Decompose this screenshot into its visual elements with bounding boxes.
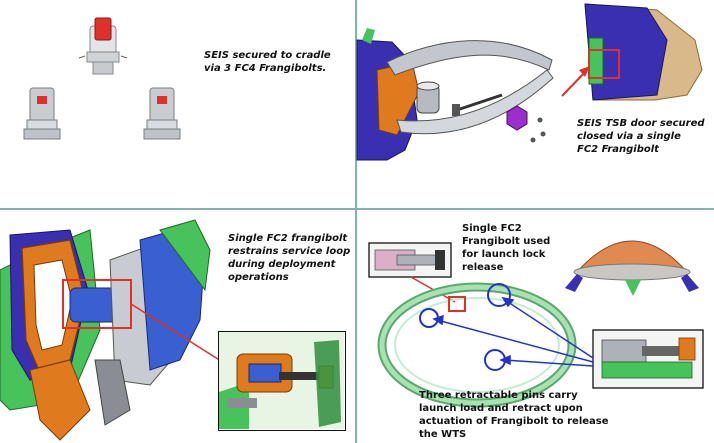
detail-inset-service-loop (218, 331, 346, 431)
pin-arrows (432, 296, 594, 367)
detail-frangibolt-service-loop (219, 332, 344, 429)
caption-tsb-door: SEIS TSB door secured closed via a singl… (577, 118, 705, 155)
vertical-divider (355, 0, 357, 443)
callout-box-launch-lock (448, 296, 466, 312)
seis-cradle-frangibolts (23, 17, 181, 140)
callout-line-service-loop (130, 303, 233, 369)
caption-service-loop: Single FC2 frangibolt restrains service … (228, 233, 351, 283)
service-loop-mechanism (0, 219, 233, 441)
horizontal-divider (0, 208, 714, 210)
caption-retractable-pins: Three retractable pins carry launch load… (419, 390, 609, 440)
quadrant-top-left: SEIS secured to cradle via 3 FC4 Frangib… (0, 0, 355, 208)
wts-ring (377, 282, 577, 408)
quadrant-top-right: SEIS TSB door secured closed via a singl… (356, 0, 714, 208)
callout-box-tsb (588, 49, 620, 79)
wts-launch-lock-mechanism (368, 240, 704, 408)
quadrant-bottom-left: Single FC2 frangibolt restrains service … (0, 210, 355, 443)
pin-circle-2 (487, 283, 511, 307)
caption-seis-cradle: SEIS secured to cradle via 3 FC4 Frangib… (204, 50, 331, 74)
tsb-door-mechanism (356, 3, 703, 161)
wts-dome (565, 240, 699, 296)
frangibolt-left (23, 87, 61, 140)
quadrant-bottom-right: Single FC2 Frangibolt used for launch lo… (357, 210, 714, 443)
caption-launch-lock: Single FC2 Frangibolt used for launch lo… (462, 223, 551, 273)
frangibolt-right (143, 87, 181, 140)
frangibolt-top (78, 17, 128, 75)
